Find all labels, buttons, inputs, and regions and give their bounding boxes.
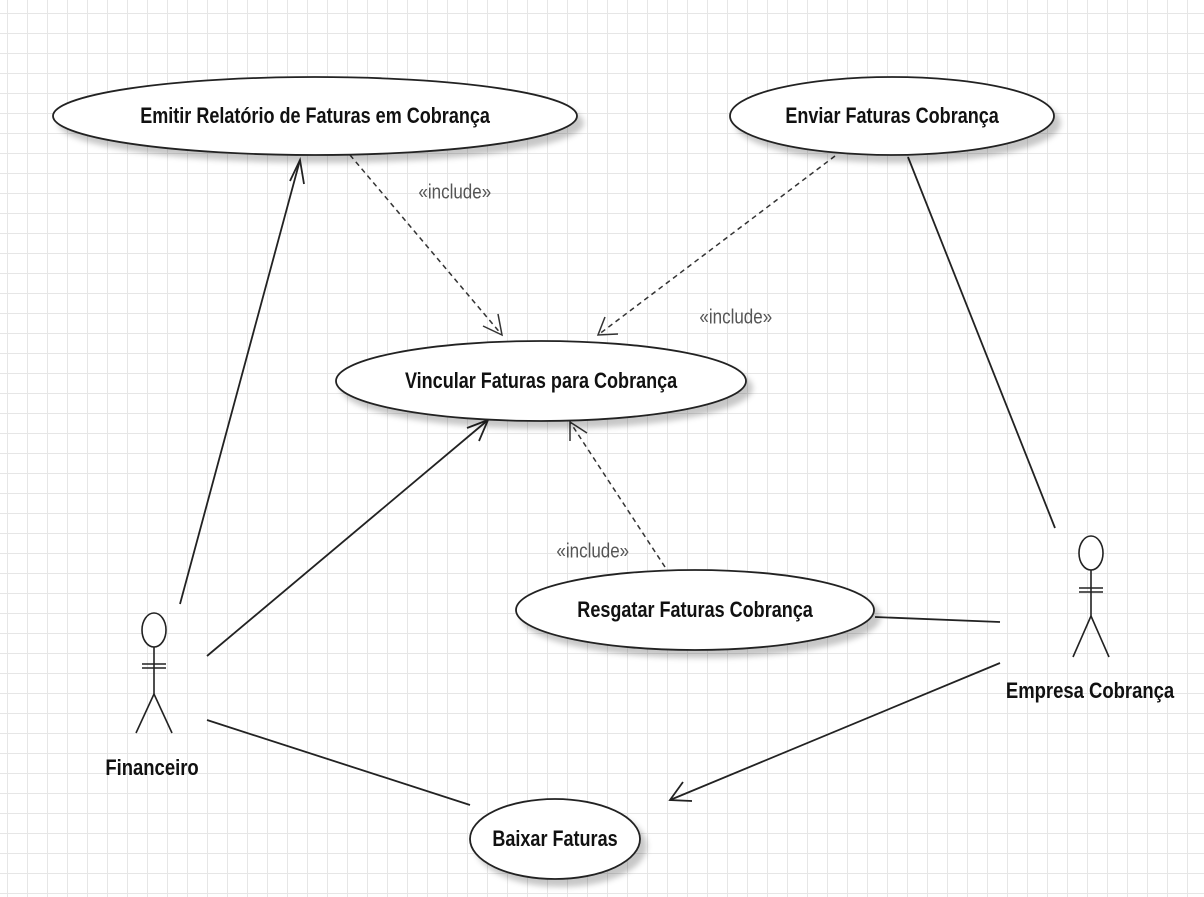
use-case-resgatar-faturas[interactable]: Resgatar Faturas Cobrança [515,569,875,651]
include-emitir-vincular [349,154,503,336]
use-case-vincular-faturas[interactable]: Vincular Faturas para Cobrança [335,340,747,422]
assoc-empresa-baixar [669,662,1001,801]
actor-empresa-cobranca-label: Empresa Cobrança [1006,679,1175,703]
actor-financeiro-label: Financeiro [105,756,198,780]
use-case-baixar-faturas-shape [469,798,641,880]
actor-empresa-cobranca-figure-icon [1072,535,1110,658]
assoc-enviar-empresa [907,156,1056,529]
actor-empresa-cobranca[interactable]: Empresa Cobrança [1006,535,1175,703]
assoc-financeiro-emitir [179,159,301,605]
include-label-1: «include» [418,180,491,203]
include-enviar-vincular [597,155,836,336]
use-case-resgatar-faturas-shape [515,569,875,651]
use-case-emitir-relatorio-shape [52,76,578,156]
include-dependencies [349,154,836,568]
use-case-enviar-faturas-shape [729,76,1055,156]
use-case-baixar-faturas[interactable]: Baixar Faturas [469,798,641,880]
assoc-resgatar-empresa [874,616,1001,623]
assoc-financeiro-emitir-arrowhead [289,157,305,185]
assoc-financeiro-baixar [206,719,471,806]
use-case-vincular-faturas-label: Vincular Faturas para Cobrança [405,369,678,393]
use-case-emitir-relatorio-label: Emitir Relatório de Faturas em Cobrança [140,104,490,128]
include-label-3: «include» [556,539,629,562]
actor-financeiro-figure-icon [135,612,173,734]
use-case-enviar-faturas-label: Enviar Faturas Cobrança [785,104,999,128]
use-case-vincular-faturas-shape [335,340,747,422]
associations [179,156,1056,806]
use-case-enviar-faturas[interactable]: Enviar Faturas Cobrança [729,76,1055,156]
include-resgatar-vincular [569,421,666,568]
assoc-financeiro-vincular [206,419,489,657]
actor-financeiro[interactable]: Financeiro [105,612,199,780]
include-resgatar-vincular-arrowhead [569,420,588,441]
include-label-2: «include» [699,305,772,328]
include-emitir-vincular-arrowhead [482,313,504,337]
include-enviar-vincular-arrowhead [596,316,619,336]
use-case-resgatar-faturas-label: Resgatar Faturas Cobrança [577,598,813,622]
use-case-emitir-relatorio[interactable]: Emitir Relatório de Faturas em Cobrança [52,76,578,156]
assoc-empresa-baixar-arrowhead [668,781,693,802]
use-case-baixar-faturas-label: Baixar Faturas [492,827,617,851]
